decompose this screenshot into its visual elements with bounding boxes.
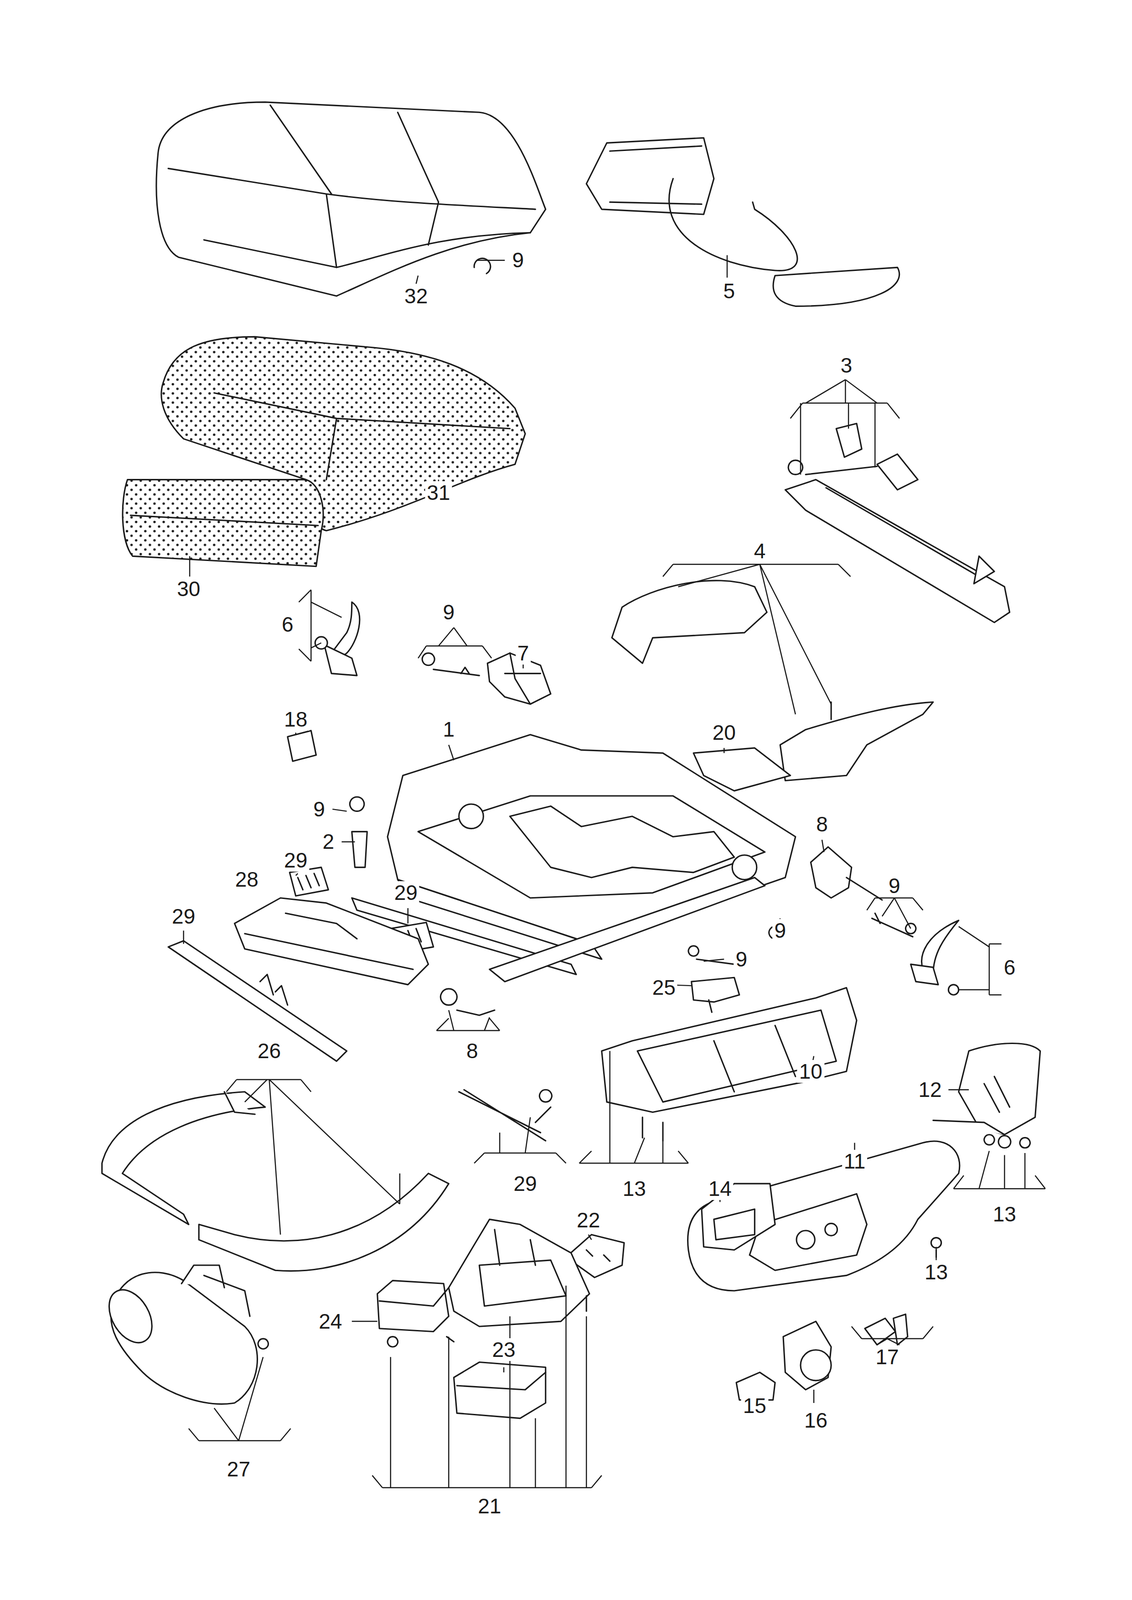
callout-number: 7 — [515, 641, 532, 665]
callout-number: 21 — [475, 1493, 503, 1517]
callout-number: 29 — [511, 1171, 539, 1195]
callout-number: 2 — [320, 829, 336, 853]
callout-number: 13 — [991, 1202, 1019, 1226]
callout-number: 20 — [710, 720, 738, 744]
callout-number: 11 — [842, 1149, 868, 1173]
callout-number: 9 — [440, 600, 457, 624]
callout-number: 6 — [1002, 955, 1018, 979]
callout-number: 27 — [225, 1457, 253, 1480]
callout-number: 8 — [814, 812, 830, 836]
callout-number: 4 — [752, 539, 768, 563]
callout-number: 1 — [440, 717, 457, 741]
callout-number: 23 — [490, 1337, 517, 1361]
callout-number: 17 — [873, 1344, 901, 1368]
callout-number: 9 — [733, 947, 750, 971]
callout-number: 31 — [424, 480, 452, 504]
callout-number: 15 — [741, 1393, 769, 1417]
callout-number: 18 — [282, 707, 310, 731]
callout-number: 28 — [233, 867, 261, 891]
callout-number: 24 — [316, 1309, 344, 1333]
callout-number: 29 — [392, 880, 420, 904]
callout-number: 6 — [279, 612, 296, 636]
callout-number: 29 — [170, 904, 197, 928]
callout-number: 13 — [922, 1260, 950, 1283]
callout-number: 16 — [802, 1408, 830, 1432]
callout-number: 12 — [916, 1077, 944, 1101]
callout-number: 32 — [402, 284, 430, 308]
callout-number: 10 — [797, 1059, 825, 1083]
callout-number: 9 — [510, 248, 527, 272]
callout-number: 14 — [706, 1176, 734, 1200]
callout-number: 9 — [311, 797, 327, 821]
callout-number: 25 — [650, 975, 678, 999]
callout-number: 29 — [282, 848, 310, 872]
callout-number: 13 — [620, 1176, 648, 1200]
callout-number: 3 — [838, 353, 855, 377]
callout-number: 30 — [175, 577, 202, 600]
callout-number: 9 — [886, 873, 903, 897]
callout-number: 8 — [464, 1038, 481, 1062]
callout-number: 5 — [721, 279, 738, 303]
callout-number: 26 — [255, 1038, 283, 1062]
callout-number: 9 — [772, 918, 788, 942]
callout-number: 22 — [574, 1208, 602, 1231]
